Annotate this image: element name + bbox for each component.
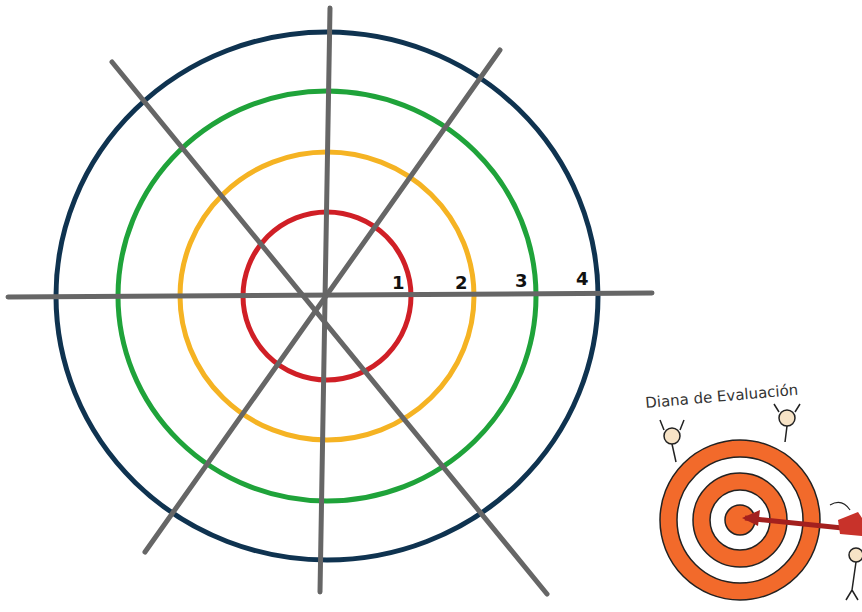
ring-number: 4: [576, 270, 589, 288]
ring-number: 2: [455, 274, 468, 292]
ring-number: 1: [392, 274, 405, 292]
cartoon-target: [660, 404, 862, 600]
ring-number: 3: [515, 272, 528, 290]
